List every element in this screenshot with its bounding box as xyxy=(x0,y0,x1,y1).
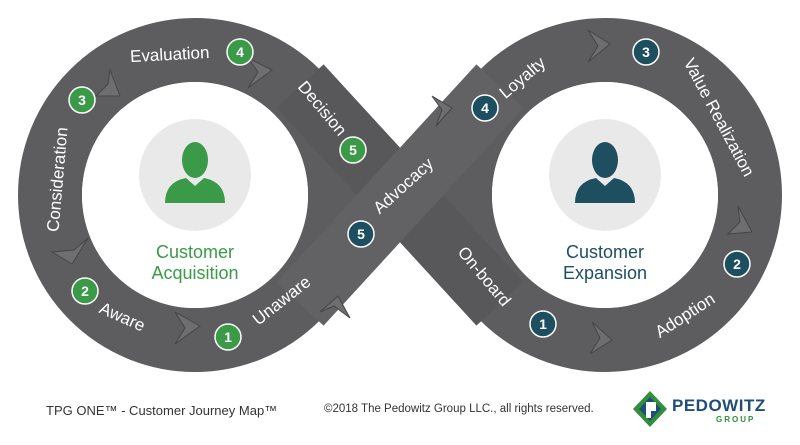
logo-subtext: GROUP xyxy=(716,415,756,424)
stage-badge-advocacy: 5 xyxy=(347,220,375,248)
chevron-arrow xyxy=(247,57,273,89)
svg-text:2: 2 xyxy=(81,283,89,299)
stage-badge-decision: 5 xyxy=(339,136,367,164)
stage-badge-unaware: 1 xyxy=(214,323,242,351)
svg-text:5: 5 xyxy=(349,142,357,158)
chevron-arrow xyxy=(726,205,753,235)
stage-badge-adoption: 2 xyxy=(723,250,751,278)
chevron-arrow xyxy=(589,321,613,355)
stage-badge-on-board: 1 xyxy=(529,310,557,338)
svg-text:2: 2 xyxy=(733,256,741,272)
expansion-title-line2: Expansion xyxy=(563,263,647,283)
cross-band-up xyxy=(276,64,524,326)
svg-text:1: 1 xyxy=(224,329,232,345)
acquisition-title-line1: Customer xyxy=(156,242,234,262)
stage-label-evaluation: Evaluation xyxy=(130,43,210,66)
chevron-arrow xyxy=(431,95,453,127)
acquisition-title-line2: Acquisition xyxy=(151,263,238,283)
svg-text:4: 4 xyxy=(481,100,489,116)
pedowitz-logo: PEDOWITZ GROUP xyxy=(632,390,782,430)
stage-badge-consideration: 3 xyxy=(68,86,96,114)
chevron-arrow xyxy=(174,311,201,345)
person-silhouette-icon xyxy=(165,142,225,203)
logo-wordmark: PEDOWITZ xyxy=(672,396,766,415)
stage-badge-value-realization: 3 xyxy=(632,38,660,66)
acquisition-loop-band xyxy=(18,18,372,372)
svg-text:3: 3 xyxy=(642,44,650,60)
footer-copyright: ©2018 The Pedowitz Group LLC., all right… xyxy=(324,403,594,415)
stage-badge-loyalty: 4 xyxy=(471,94,499,122)
chevron-arrow xyxy=(587,29,611,63)
svg-text:5: 5 xyxy=(357,226,365,242)
pedowitz-logo-icon xyxy=(633,391,667,427)
stage-badge-aware: 2 xyxy=(71,277,99,305)
chevron-arrow xyxy=(94,68,121,97)
stage-badge-evaluation: 4 xyxy=(226,38,254,66)
svg-text:4: 4 xyxy=(236,44,244,60)
expansion-title-line1: Customer xyxy=(566,242,644,262)
svg-text:1: 1 xyxy=(539,316,547,332)
person-silhouette-icon xyxy=(575,142,635,203)
chevron-arrow xyxy=(50,237,89,265)
chevron-arrow xyxy=(319,295,351,319)
footer-title: TPG ONE™ - Customer Journey Map™ xyxy=(46,403,278,418)
svg-text:3: 3 xyxy=(78,92,86,108)
